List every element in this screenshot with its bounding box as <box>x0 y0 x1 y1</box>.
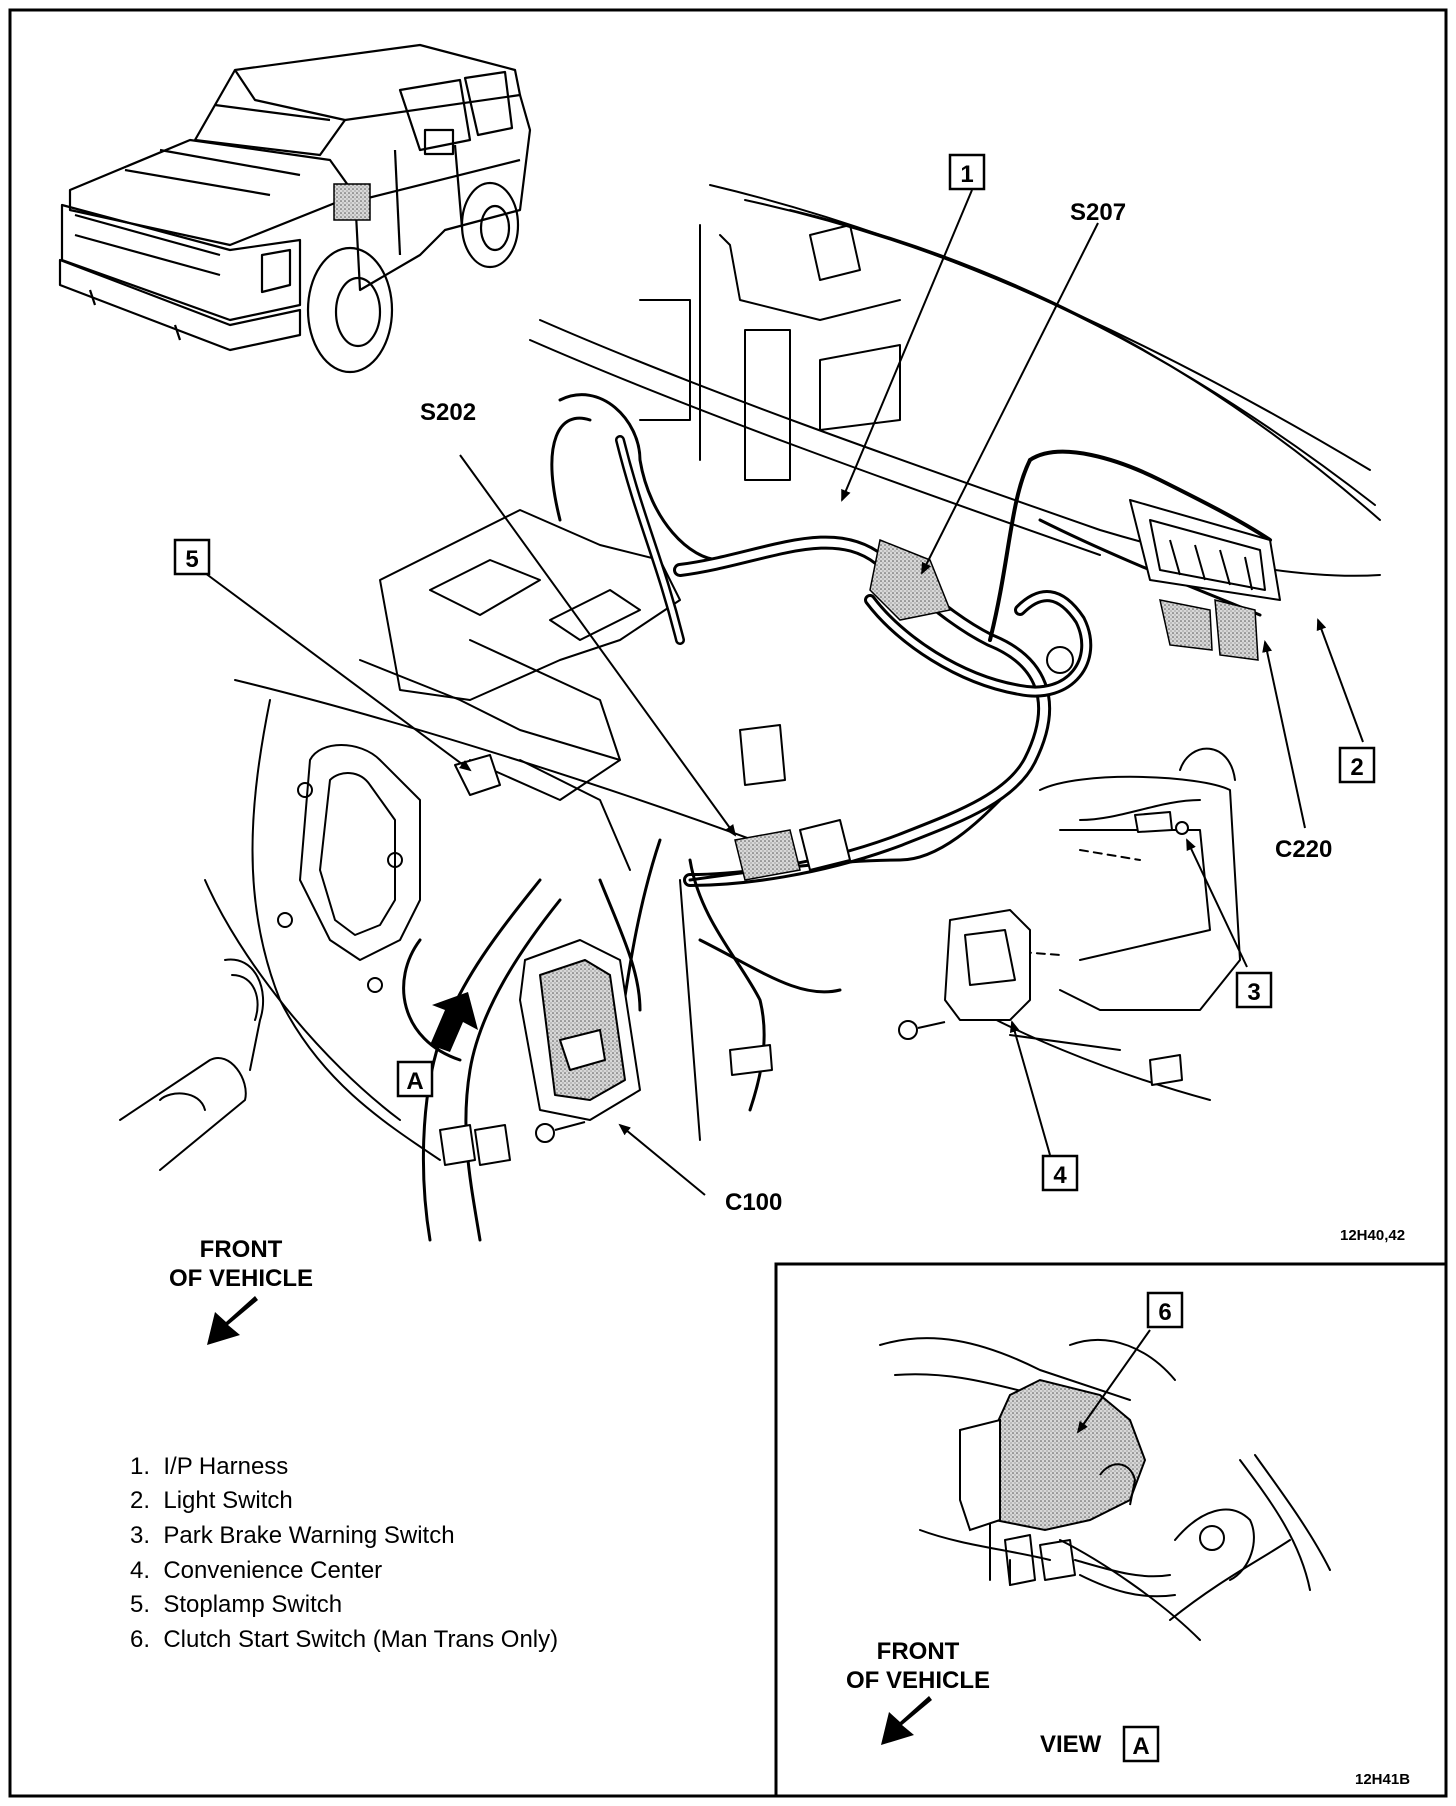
callout-box-2: 2 <box>1338 746 1376 784</box>
location-highlight <box>333 183 371 221</box>
inset-view-marker: A <box>1122 1725 1160 1763</box>
vehicle-thumbnail <box>58 43 532 374</box>
label-s207: S207 <box>1070 199 1126 226</box>
callout-2-text: 2 <box>1350 754 1363 781</box>
front-arrow-icon <box>207 1296 258 1345</box>
legend-item-5: 5. Stoplamp Switch <box>130 1591 342 1618</box>
label-s202: S202 <box>420 399 476 426</box>
front-label-line1: FRONT <box>200 1236 283 1263</box>
legend: 1. I/P Harness 2. Light Switch 3. Park B… <box>130 1453 558 1653</box>
view-a-marker: A <box>396 1060 434 1098</box>
legend-item-3: 3. Park Brake Warning Switch <box>130 1522 455 1549</box>
callout-5-text: 5 <box>185 546 198 573</box>
wiring-harness <box>402 393 1272 1242</box>
inset-front-arrow-icon <box>881 1696 932 1745</box>
label-c220: C220 <box>1275 836 1332 863</box>
view-label: VIEW <box>1040 1731 1102 1758</box>
front-label-line2: OF VEHICLE <box>169 1265 313 1292</box>
label-c100: C100 <box>725 1189 782 1216</box>
callout-4-text: 4 <box>1053 1162 1067 1189</box>
ref-code-main: 12H40,42 <box>1340 1227 1405 1244</box>
callout-1-text: 1 <box>960 161 973 188</box>
dash-structure <box>119 184 1381 1171</box>
components <box>439 499 1281 1166</box>
park-brake-switch <box>1134 811 1173 833</box>
inset-view-marker-text: A <box>1132 1733 1149 1760</box>
callout-box-5: 5 <box>173 538 211 576</box>
callout-3-text: 3 <box>1247 979 1260 1006</box>
inset-border <box>774 1262 1448 1798</box>
view-a-marker-text: A <box>406 1068 423 1095</box>
view-a-arrow-icon <box>430 992 478 1052</box>
callout-6-text: 6 <box>1158 1299 1171 1326</box>
callout-box-1: 1 <box>948 153 986 191</box>
inset-front-label-line1: FRONT <box>877 1638 960 1665</box>
legend-item-1: 1. I/P Harness <box>130 1453 288 1480</box>
inset-front-label-line2: OF VEHICLE <box>846 1667 990 1694</box>
stoplamp-switch <box>454 754 501 796</box>
callout-box-3: 3 <box>1235 971 1273 1009</box>
legend-item-6: 6. Clutch Start Switch (Man Trans Only) <box>130 1626 558 1653</box>
callout-box-6: 6 <box>1146 1291 1184 1329</box>
shaded-sections <box>734 538 1259 881</box>
callout-box-4: 4 <box>1041 1154 1079 1192</box>
legend-item-4: 4. Convenience Center <box>130 1557 382 1584</box>
callout-leaders <box>204 189 1364 1196</box>
ref-code-inset: 12H41B <box>1355 1771 1410 1788</box>
legend-item-2: 2. Light Switch <box>130 1487 293 1514</box>
callout-6-leader <box>1076 1329 1151 1434</box>
outer-border <box>8 8 1448 1798</box>
